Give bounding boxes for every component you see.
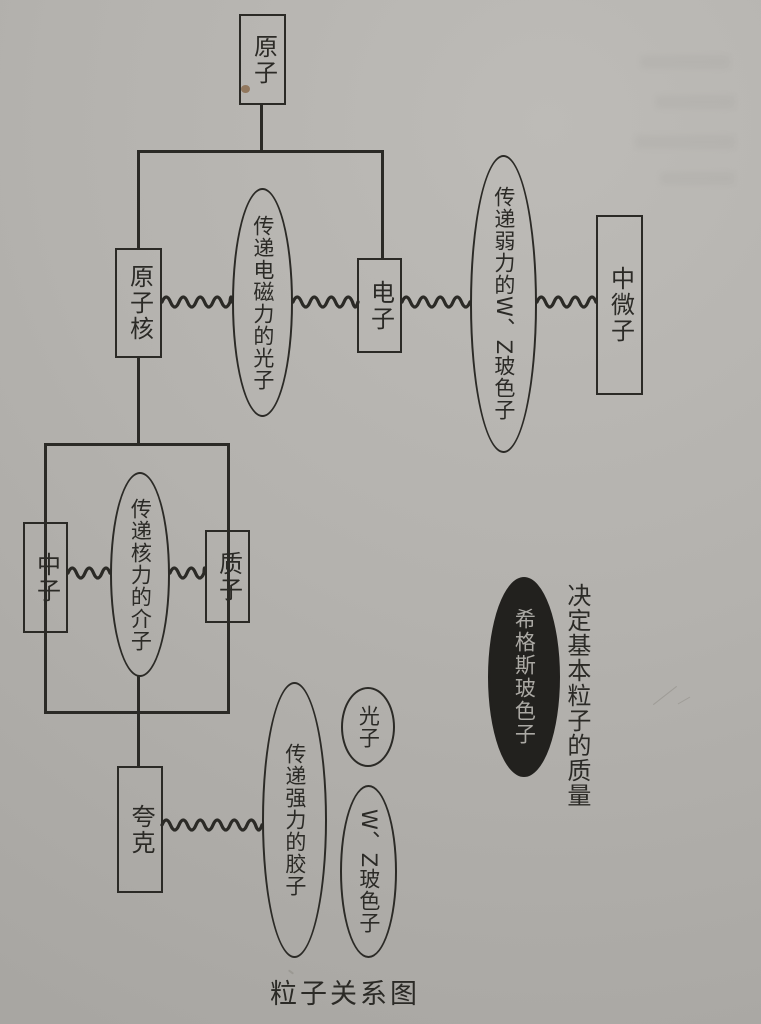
node-nucleus: 原子核 xyxy=(115,248,162,358)
node-neutrino: 中微子 xyxy=(596,215,643,395)
boson-photon-small: 光子 xyxy=(341,687,395,767)
node-proton: 质子 xyxy=(205,530,250,623)
paper-scratch xyxy=(652,685,678,706)
connector-atom-down xyxy=(260,104,263,153)
boson-weak-wz-label: 传递弱力的W、Z玻色子 xyxy=(491,186,516,422)
connector-left-to-nucleus xyxy=(137,150,140,250)
boson-wz-small: W、Z玻色子 xyxy=(340,785,397,958)
page-bleedthrough xyxy=(655,95,735,109)
node-quark-label: 夸克 xyxy=(126,803,155,856)
page-bleedthrough xyxy=(640,55,730,69)
connector-nucleus-to-frame xyxy=(137,356,140,445)
wave-photon-electron xyxy=(291,295,360,309)
paper-speck xyxy=(241,85,250,93)
node-electron-label: 电子 xyxy=(366,279,395,332)
node-neutron-label: 中子 xyxy=(32,551,61,604)
connector-top-horizontal xyxy=(137,150,384,153)
boson-meson-label: 传递核力的介子 xyxy=(128,497,153,652)
node-quark: 夸克 xyxy=(117,766,163,893)
boson-higgs-label: 希格斯玻色子 xyxy=(512,608,537,746)
wave-wz-neutrino xyxy=(535,295,598,309)
node-proton-label: 质子 xyxy=(214,550,243,603)
boson-gluon: 传递强力的胶子 xyxy=(262,682,327,958)
node-electron: 电子 xyxy=(357,258,402,353)
higgs-note: 决定基本粒子的质量 xyxy=(562,583,591,808)
page-bleedthrough xyxy=(660,172,735,185)
boson-weak-wz: 传递弱力的W、Z玻色子 xyxy=(470,155,537,453)
wave-neutron-meson xyxy=(66,566,112,580)
node-neutrino-label: 中微子 xyxy=(606,266,635,344)
node-atom: 原子 xyxy=(239,14,286,105)
boson-photon-small-label: 光子 xyxy=(356,705,381,749)
boson-em-photon: 传递电磁力的光子 xyxy=(232,188,293,417)
node-nucleus-label: 原子核 xyxy=(125,264,154,342)
diagram-caption: 粒子关系图 xyxy=(270,979,420,1010)
wave-nucleus-photon xyxy=(160,295,234,309)
wave-meson-proton xyxy=(168,566,207,580)
wave-quark-gluon xyxy=(160,818,264,832)
boson-higgs: 希格斯玻色子 xyxy=(488,577,560,777)
node-atom-label: 原子 xyxy=(249,33,278,86)
connector-right-to-electron xyxy=(381,150,384,260)
paper-scratch xyxy=(677,696,691,705)
boson-gluon-label: 传递强力的胶子 xyxy=(282,743,307,897)
boson-wz-small-label: W、Z玻色子 xyxy=(356,808,381,935)
boson-em-photon-label: 传递电磁力的光子 xyxy=(250,214,275,391)
node-neutron: 中子 xyxy=(23,522,68,633)
page-bleedthrough xyxy=(635,135,735,149)
connector-meson-to-quark xyxy=(137,676,140,767)
boson-meson: 传递核力的介子 xyxy=(110,472,170,677)
wave-electron-wz xyxy=(400,295,472,309)
